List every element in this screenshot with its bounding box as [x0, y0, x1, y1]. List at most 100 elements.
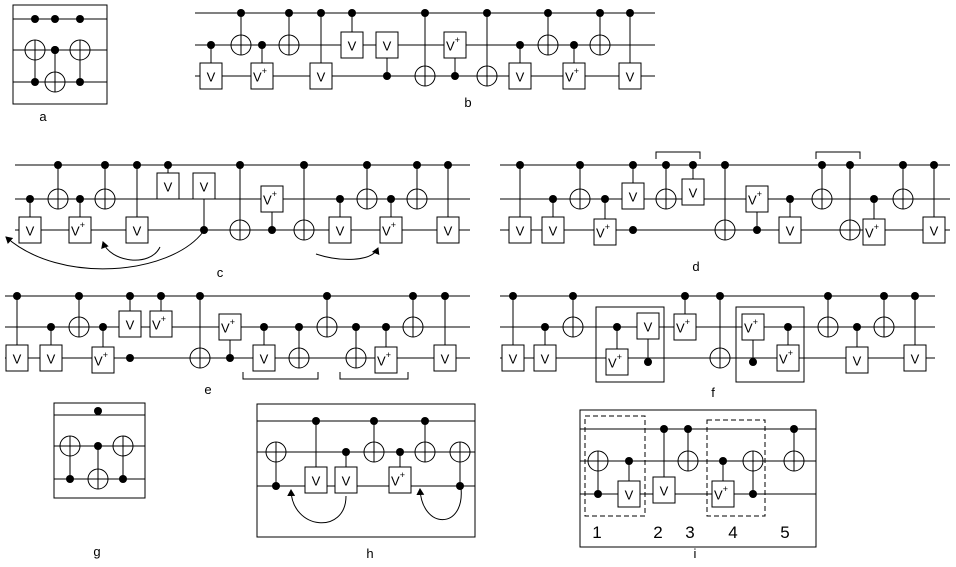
gate-box: [388, 466, 412, 494]
dagger-mark: +: [685, 317, 690, 327]
panel-label-h: h: [366, 546, 373, 561]
control-dot: [157, 292, 165, 300]
controlled-v-dagger-gate: V+: [593, 195, 617, 246]
toffoli-gate: [839, 161, 861, 241]
control-dot: [451, 72, 459, 80]
dagger-mark: +: [574, 66, 579, 76]
gate-box: [218, 313, 242, 341]
gate-box: [149, 310, 173, 338]
toffoli-gate: [709, 292, 731, 369]
controlled-v-dagger-gate: V+: [218, 313, 242, 362]
control-dot: [237, 9, 245, 17]
gate-box: [340, 31, 364, 59]
controlled-v-dagger-gate: V+: [711, 457, 735, 508]
gate-box: [508, 216, 532, 244]
control-dot: [258, 41, 266, 49]
controlled-v-gate: V: [334, 448, 358, 494]
dagger-mark: +: [753, 317, 758, 327]
gate-box: [334, 466, 358, 494]
control-dot: [317, 9, 325, 17]
control-dot: [544, 9, 552, 17]
control-dot: [625, 457, 633, 465]
dagger-mark: +: [874, 222, 879, 232]
controlled-v-gate: V: [328, 195, 352, 244]
control-dot: [99, 323, 107, 331]
v-label: V: [126, 318, 135, 333]
gate-box: [328, 216, 352, 244]
control-dot: [626, 9, 634, 17]
toffoli-gate: [587, 450, 609, 498]
controlled-v-gate: V: [156, 161, 180, 200]
control-dot: [853, 323, 861, 331]
control-dot: [629, 226, 637, 234]
controlled-v-dagger-gate: V+: [388, 448, 412, 494]
toffoli-gate: [112, 435, 134, 483]
toffoli-gate: [293, 161, 315, 241]
v-label: V: [441, 352, 450, 367]
control-dot: [421, 417, 429, 425]
gate-box: [125, 216, 149, 244]
toffoli-gate: [476, 9, 498, 87]
control-dot: [300, 161, 308, 169]
control-dot: [133, 161, 141, 169]
v-label: V: [342, 474, 351, 489]
step-number-2: 2: [653, 523, 662, 542]
step-number-3: 3: [685, 523, 694, 542]
v-label: V: [625, 488, 634, 503]
gate-box: [379, 216, 403, 244]
controlled-v-dagger-gate: V+: [745, 185, 769, 234]
gate-box: [156, 172, 180, 200]
gate-box: [192, 172, 216, 200]
v-label: V: [260, 352, 269, 367]
step-number-1: 1: [592, 523, 601, 542]
gate-box: [845, 346, 869, 374]
gate-box: [91, 346, 115, 374]
toffoli-gate: [230, 9, 252, 56]
control-dot: [336, 195, 344, 203]
controlled-v-gate: V: [621, 161, 645, 210]
gate-box: [862, 218, 886, 246]
control-dot: [570, 41, 578, 49]
panel-label-d: d: [692, 259, 699, 274]
control-dot: [312, 417, 320, 425]
control-dot: [644, 358, 652, 366]
dagger-mark: +: [788, 348, 793, 358]
toffoli-gate: [288, 323, 310, 369]
control-dot: [880, 292, 888, 300]
toffoli-gate: [562, 292, 584, 338]
control-dot: [409, 292, 417, 300]
gate-box: [375, 31, 399, 59]
gate-box: [501, 344, 525, 372]
control-dot: [119, 475, 127, 483]
panel-c: V V+ V V V V+ V V+ V c: [5, 161, 470, 280]
toffoli-gate: [24, 15, 46, 86]
control-dot: [348, 9, 356, 17]
gate-box: [433, 344, 457, 372]
gate-box: [562, 62, 586, 90]
control-dot: [272, 482, 280, 490]
v-label: V: [336, 224, 345, 239]
cnot-gate: [87, 442, 109, 490]
controlled-v-gate: V: [125, 161, 149, 244]
control-dot: [323, 292, 331, 300]
controlled-v-gate: V: [903, 292, 927, 372]
controlled-v-gate: V: [508, 161, 532, 244]
v-label: V: [164, 180, 173, 195]
control-dot: [31, 15, 39, 23]
controlled-v-gate: V: [433, 292, 457, 372]
toffoli-gate: [356, 161, 378, 210]
control-dot: [268, 226, 276, 234]
control-dot: [383, 72, 391, 80]
gate-box: [18, 216, 42, 244]
v-label: V: [516, 70, 525, 85]
toffoli-gate: [406, 161, 428, 210]
control-dot: [516, 161, 524, 169]
control-dot: [662, 161, 670, 169]
toffoli-gate: [589, 9, 611, 56]
control-dot: [870, 195, 878, 203]
toffoli-gate: [414, 9, 436, 87]
gate-box: [681, 178, 705, 206]
v-label: V: [444, 224, 453, 239]
control-dot: [716, 292, 724, 300]
control-dot: [226, 354, 234, 362]
